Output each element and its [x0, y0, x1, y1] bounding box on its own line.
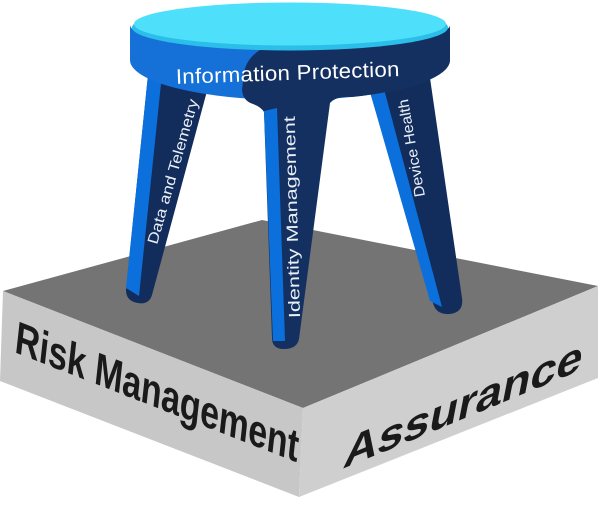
middle-leg-highlight: [264, 108, 285, 341]
platform-left-face: [0, 291, 303, 497]
seat-top: [134, 2, 446, 46]
middle-leg-label: Identity Management: [282, 115, 304, 318]
left-leg-highlight: [126, 74, 162, 296]
right-leg-highlight: [370, 89, 442, 307]
platform-right-face: [299, 286, 598, 497]
middle-leg-and-rim-shadow: [242, 27, 451, 349]
